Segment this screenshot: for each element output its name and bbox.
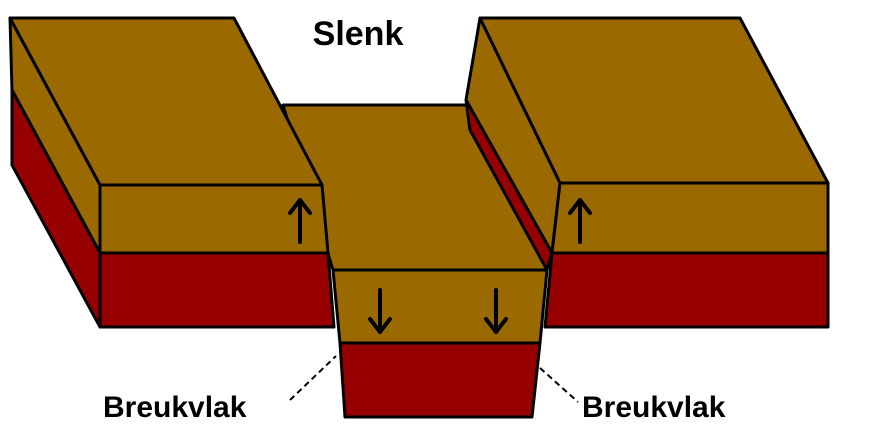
fault-plane-label-right: Breukvlak <box>582 391 726 424</box>
left-fault-leader-line <box>289 355 337 401</box>
diagram-title: Slenk <box>313 15 404 53</box>
right-horst-up-arrow <box>568 198 592 244</box>
graben-front-upper <box>331 268 549 345</box>
left-horst-front-lower <box>98 251 336 329</box>
right-horst-front-upper <box>550 181 830 255</box>
left-horst-front-upper <box>98 183 330 255</box>
graben-down-arrow-left <box>368 288 392 334</box>
fault-plane-label-left: Breukvlak <box>103 391 247 424</box>
right-fault-leader-line <box>539 367 579 403</box>
right-horst-front-lower <box>543 251 830 329</box>
graben-front-lower <box>338 341 542 419</box>
left-horst-block <box>8 16 336 329</box>
right-horst-block <box>464 16 830 329</box>
left-horst-up-arrow <box>288 198 312 244</box>
right-horst-fault-lower <box>464 98 554 272</box>
graben-down-arrow-right <box>484 288 508 334</box>
